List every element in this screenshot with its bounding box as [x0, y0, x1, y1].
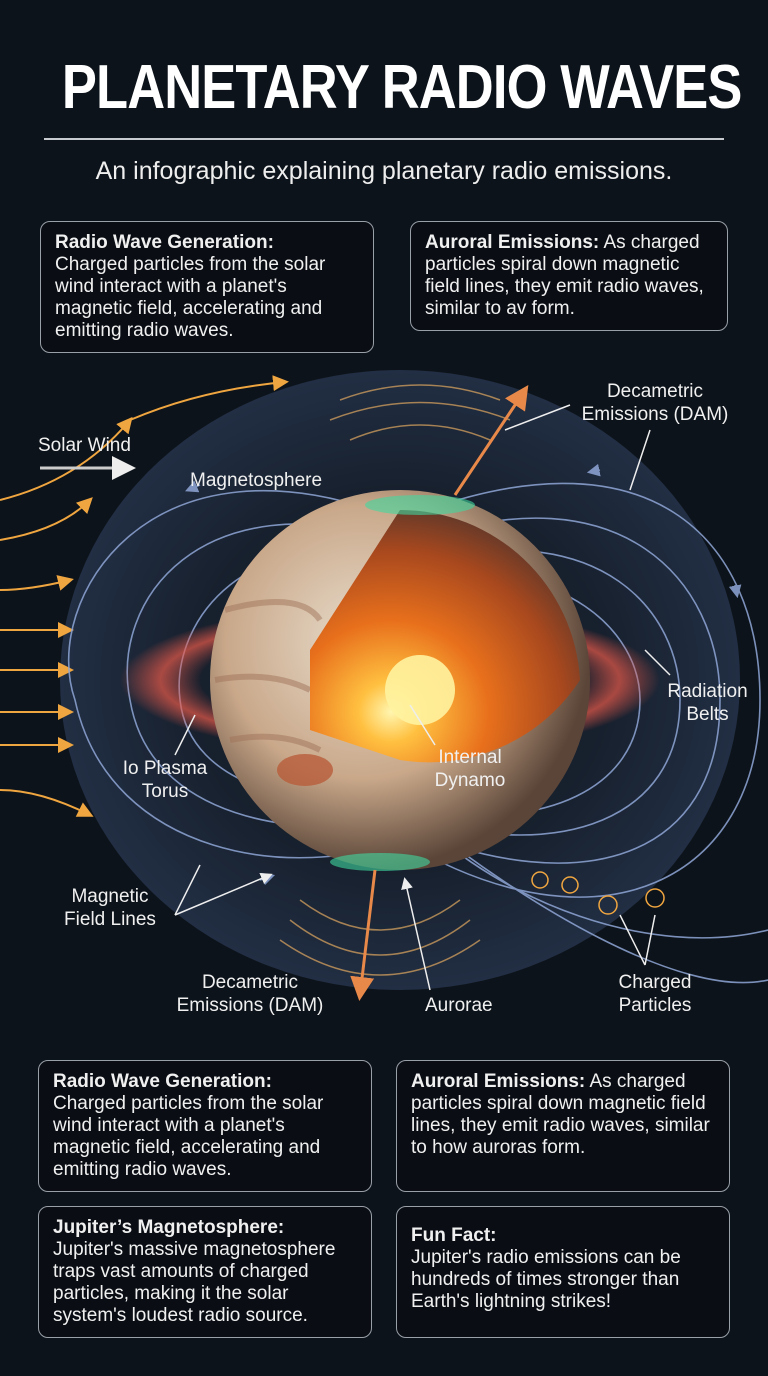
label-magnetosphere: Magnetosphere — [190, 470, 323, 491]
box-body: As charged particles spiral down magneti… — [425, 232, 704, 319]
label-io-plasma-torus: Io Plasma Torus — [122, 758, 208, 802]
box-heading: Radio Wave Generation: — [55, 232, 274, 253]
label-internal-dynamo: Internal Dynamo — [434, 747, 506, 791]
great-red-spot — [277, 754, 333, 786]
box-body: Charged particles from the solar wind in… — [53, 1093, 324, 1180]
box-heading: Radio Wave Generation: — [53, 1071, 272, 1092]
label-aurorae: Aurorae — [425, 995, 493, 1016]
label-charged-particles: Charged Particles — [618, 972, 692, 1016]
info-box-auroral-emissions-top: Auroral Emissions: As charged particles … — [410, 221, 728, 331]
label-magnetic-field-lines: Magnetic Field Lines — [64, 886, 156, 930]
info-box-radio-wave-generation-top: Radio Wave Generation:Charged particles … — [40, 221, 374, 353]
title-container: PLANETARY RADIO WAVES — [0, 52, 768, 124]
info-box-radio-wave-generation: Radio Wave Generation:Charged particles … — [38, 1060, 372, 1192]
subtitle: An infographic explaining planetary radi… — [95, 157, 673, 185]
box-heading: Jupiter’s Magnetosphere: — [53, 1217, 285, 1238]
inner-core — [385, 655, 455, 725]
solar-wind-arrows — [0, 375, 289, 817]
emission-arrow-top — [453, 385, 529, 496]
box-heading: Auroral Emissions: — [425, 232, 600, 253]
label-dam-bottom: Decametric Emissions (DAM) — [176, 972, 324, 1016]
label-solar-wind: Solar Wind — [38, 435, 131, 456]
box-body: As charged particles spiral down magneti… — [411, 1071, 710, 1158]
leader-lines — [174, 404, 671, 991]
info-box-auroral-emissions: Auroral Emissions: As charged particles … — [396, 1060, 730, 1192]
charged-particle-spirals — [531, 871, 665, 915]
emission-arrow-bottom — [350, 869, 377, 1001]
info-box-jupiter-magnetosphere: Jupiter’s Magnetosphere:Jupiter's massiv… — [38, 1206, 372, 1338]
page-title: PLANETARY RADIO WAVES — [61, 53, 743, 122]
box-heading: Auroral Emissions: — [411, 1071, 586, 1092]
aurora-glow — [330, 495, 475, 871]
planet-cutaway-core — [310, 509, 580, 763]
box-heading: Fun Fact: — [411, 1225, 497, 1246]
label-dam-top: Decametric Emissions (DAM) — [581, 381, 729, 425]
box-body: Charged particles from the solar wind in… — [55, 254, 326, 341]
info-box-fun-fact: Fun Fact:Jupiter's radio emissions can b… — [396, 1206, 730, 1338]
box-body: Jupiter's radio emissions can be hundred… — [411, 1247, 681, 1312]
radio-wave-arcs — [279, 384, 511, 976]
label-radiation-belts: Radiation Belts — [667, 681, 748, 725]
jupiter-bands — [214, 599, 323, 753]
title-divider — [44, 138, 724, 140]
info-box-grid: Radio Wave Generation:Charged particles … — [38, 1060, 730, 1338]
box-body: Jupiter's massive magnetosphere traps va… — [53, 1239, 336, 1326]
